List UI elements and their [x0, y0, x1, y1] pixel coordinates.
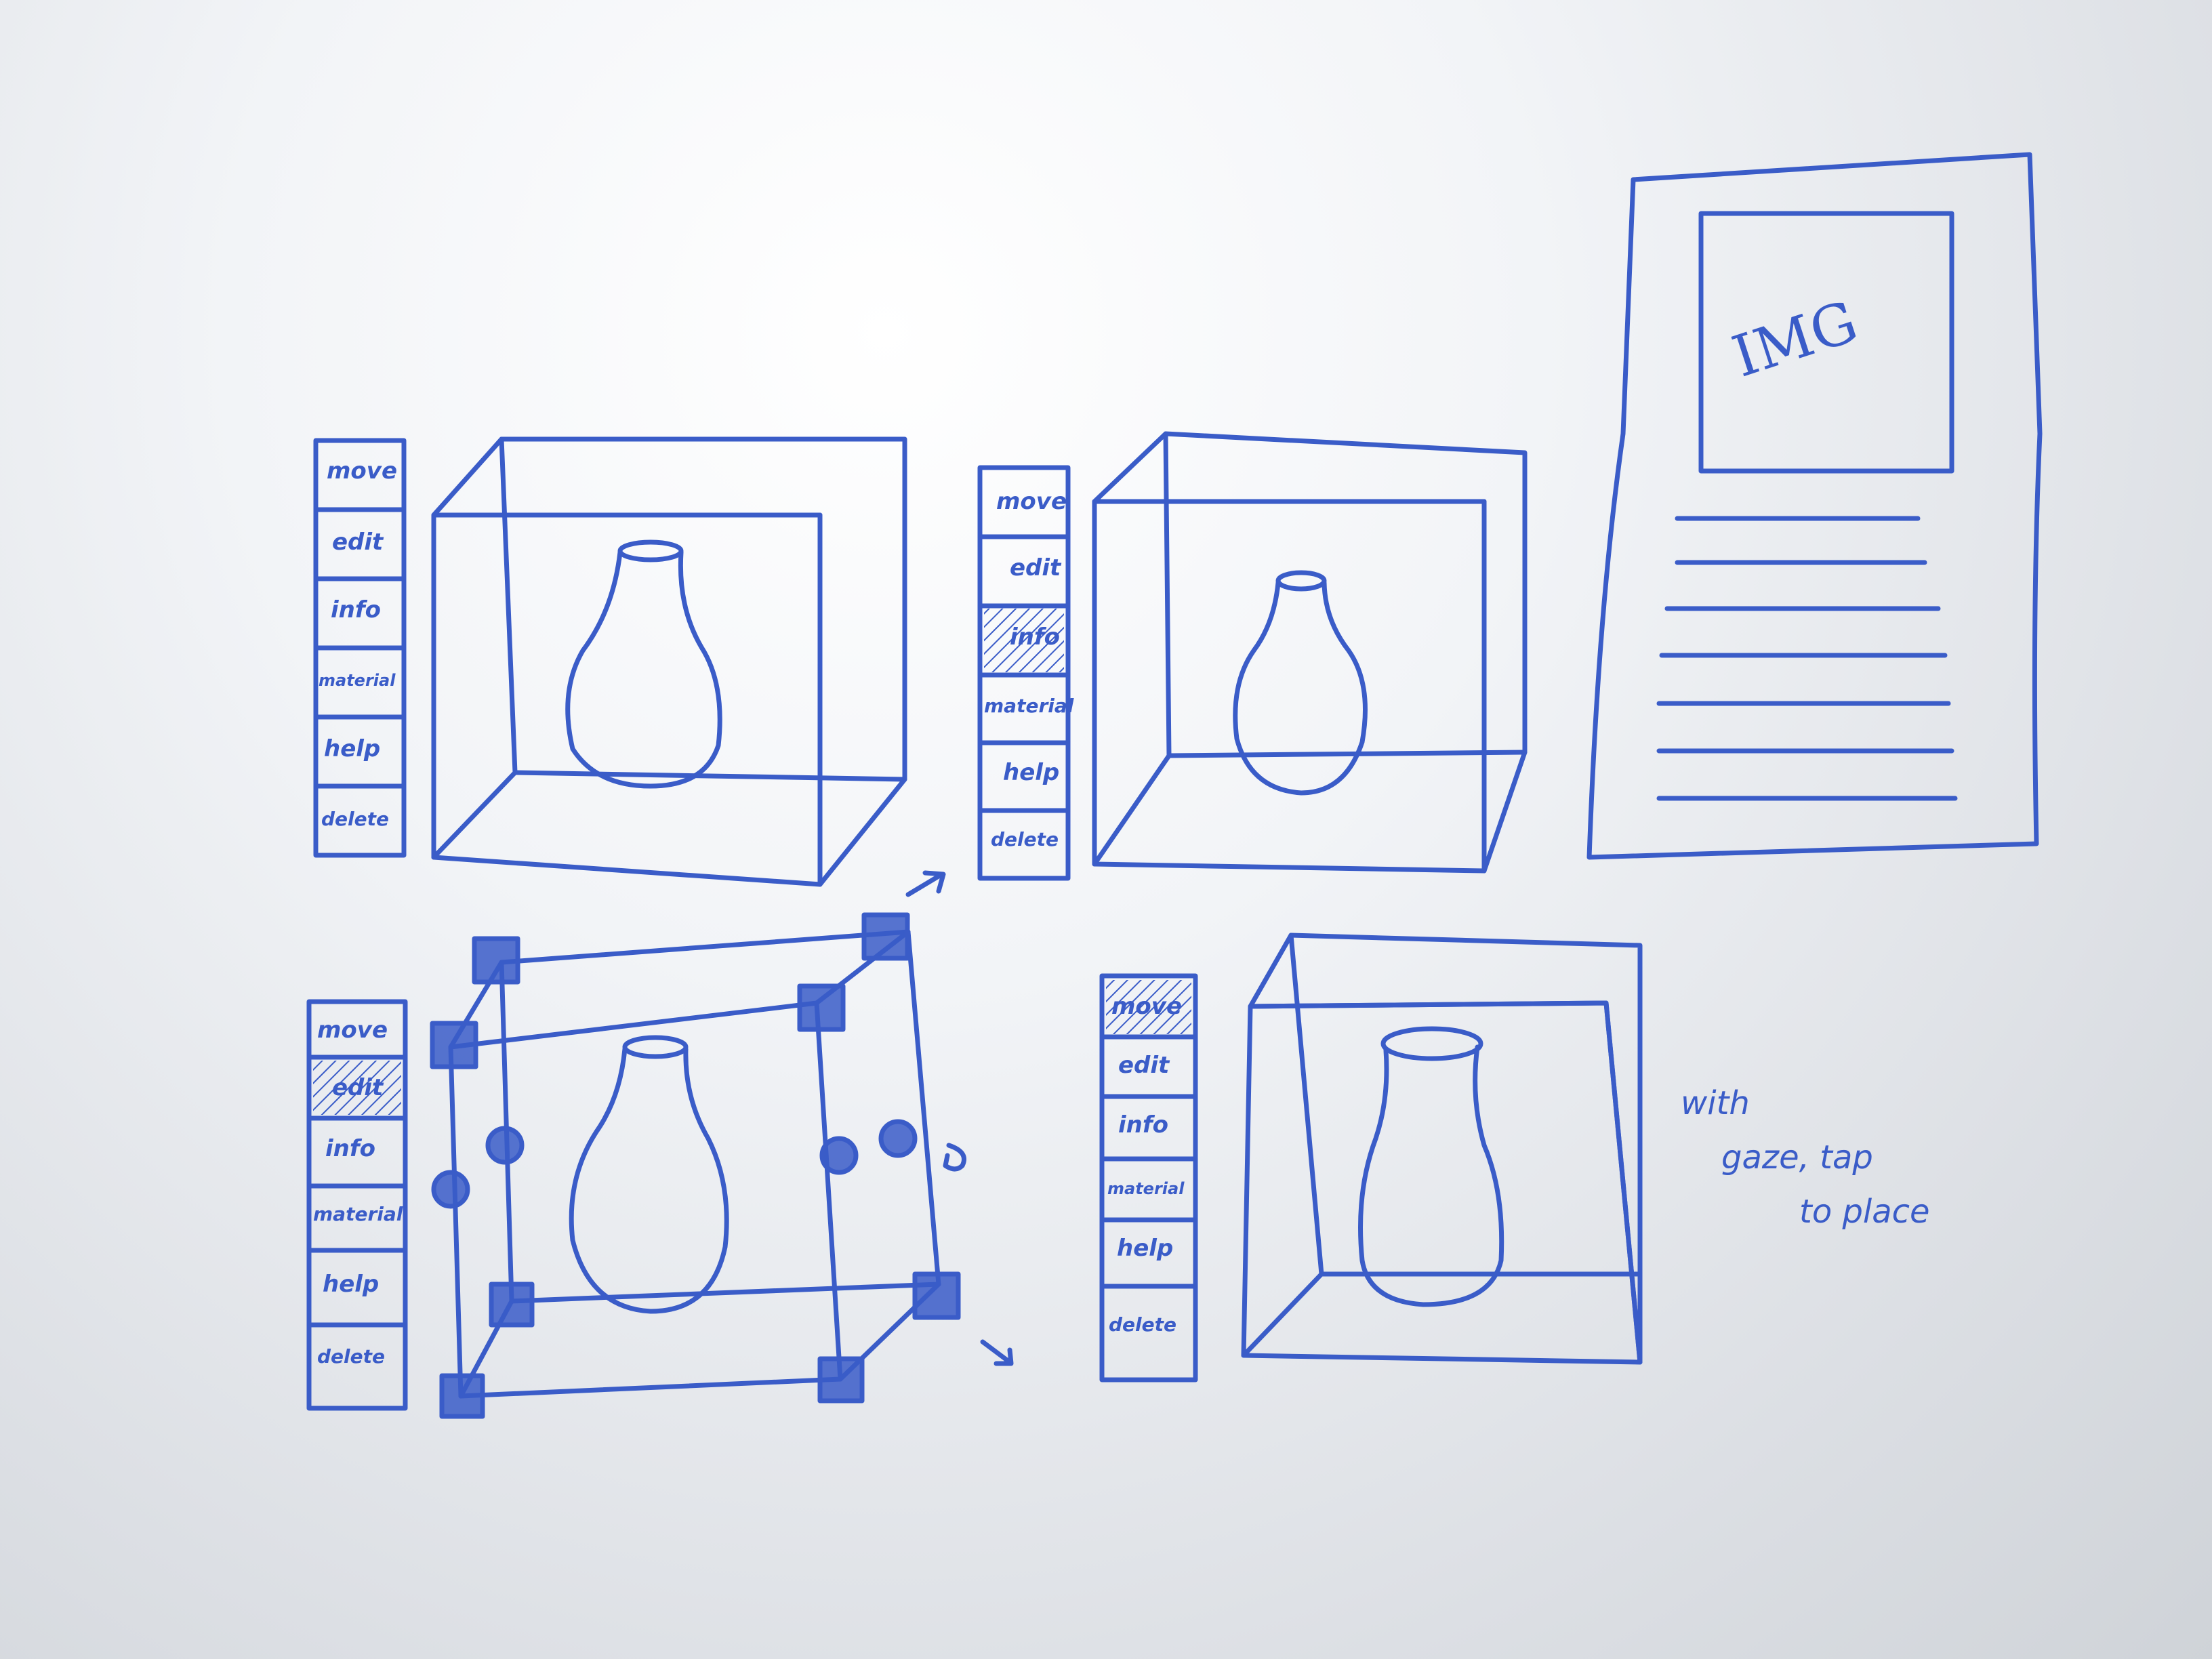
- menu-item-delete[interactable]: delete: [321, 808, 389, 830]
- menu-item-move-highlighted[interactable]: move: [1111, 993, 1183, 1020]
- sketch-4-vase: [1358, 1026, 1504, 1307]
- sketch-1-bounding-box: [431, 436, 907, 887]
- menu-item-material[interactable]: material: [984, 695, 1074, 717]
- menu-item-info-highlighted[interactable]: info: [1010, 623, 1061, 651]
- sketch-1-menu: [313, 438, 407, 858]
- menu-item-move[interactable]: move: [327, 457, 398, 485]
- menu-item-help[interactable]: help: [1117, 1235, 1174, 1262]
- info-panel-image-frame: [1698, 211, 1954, 474]
- sketch-2-vase: [1233, 570, 1368, 796]
- menu-item-material[interactable]: material: [313, 1203, 403, 1225]
- sketch-2-bounding-box: [1092, 431, 1528, 874]
- menu-item-delete[interactable]: delete: [1109, 1313, 1176, 1336]
- note-line-2: gaze, tap: [1721, 1139, 1873, 1176]
- menu-item-info[interactable]: info: [331, 596, 382, 623]
- corner-handle: [472, 936, 520, 985]
- menu-item-move[interactable]: move: [996, 488, 1067, 515]
- rotate-handle: [819, 1136, 859, 1175]
- menu-item-info[interactable]: info: [325, 1135, 376, 1162]
- corner-handle: [489, 1282, 535, 1328]
- sketch-3-vase: [569, 1035, 729, 1314]
- note-line-3: to place: [1799, 1193, 1930, 1231]
- rotate-handle: [431, 1170, 470, 1209]
- menu-item-delete[interactable]: delete: [991, 828, 1059, 851]
- menu-item-move[interactable]: move: [317, 1017, 388, 1044]
- menu-item-help[interactable]: help: [324, 735, 381, 762]
- menu-item-help[interactable]: help: [1003, 759, 1060, 786]
- sketch-4-bounding-box: [1241, 933, 1643, 1365]
- corner-handle: [439, 1373, 485, 1419]
- sketch-2-menu: [977, 465, 1071, 881]
- info-panel: [1586, 152, 2043, 860]
- menu-item-info[interactable]: info: [1118, 1111, 1169, 1139]
- corner-handle: [817, 1356, 865, 1404]
- menu-item-edit[interactable]: edit: [332, 529, 384, 556]
- rotate-handle: [878, 1119, 918, 1158]
- corner-handle: [797, 983, 846, 1032]
- corner-handle: [912, 1271, 961, 1320]
- corner-handle: [430, 1021, 478, 1069]
- menu-item-edit[interactable]: edit: [1010, 554, 1061, 581]
- rotate-handle: [485, 1126, 525, 1165]
- menu-item-edit-highlighted[interactable]: edit: [332, 1074, 384, 1101]
- corner-handle: [861, 912, 910, 961]
- menu-item-delete[interactable]: delete: [317, 1345, 385, 1368]
- sketch-3-handles: [430, 912, 961, 1419]
- menu-item-help[interactable]: help: [323, 1271, 380, 1298]
- sketch-4-menu: [1099, 973, 1198, 1382]
- menu-item-material[interactable]: material: [1107, 1179, 1185, 1198]
- menu-item-edit[interactable]: edit: [1118, 1052, 1170, 1079]
- sketch-3-menu: [306, 999, 408, 1411]
- note-line-1: with: [1681, 1084, 1750, 1122]
- sketch-1-vase: [565, 539, 722, 789]
- menu-item-material[interactable]: material: [319, 671, 396, 690]
